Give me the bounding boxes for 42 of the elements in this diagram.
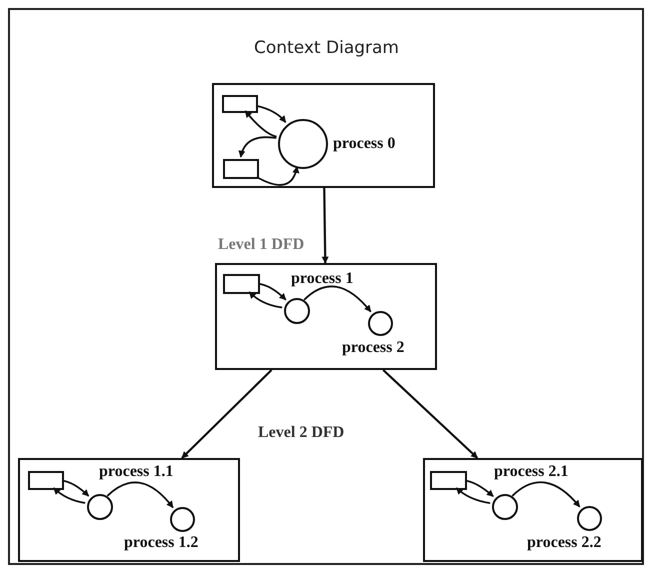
process-circle [577,506,602,531]
arrow [256,166,300,186]
entity-box [223,274,260,294]
process-circle [87,494,113,520]
entity-box [223,159,259,179]
process-circle [278,119,328,169]
arrow [256,104,286,123]
arrow [53,487,86,504]
entity-box [430,471,467,490]
arrow [456,487,490,504]
arrow [258,282,286,300]
process-label: process 1.1 [99,463,174,481]
arrow [512,481,580,508]
process-label: process 2.1 [494,463,568,481]
process-label: process 2 [342,339,404,357]
level-label: Level 2 DFD [258,424,344,442]
diagram-box [212,83,435,188]
arrow [322,188,329,264]
arrow [464,480,494,498]
entity-box [28,471,64,490]
level-label: Level 1 DFD [218,236,304,254]
process-label: process 1 [291,270,354,288]
diagram-box [423,458,643,562]
arrow [62,480,90,497]
diagram-title: Context Diagram [253,38,400,58]
arrow [244,110,277,138]
arrow [181,369,272,459]
arrow [304,286,372,312]
arrow [238,136,276,158]
process-circle [368,311,393,336]
arrow [106,482,174,508]
process-label: process 2.2 [527,534,602,552]
process-circle [170,507,195,532]
diagram-box [18,458,240,562]
process-label: process 1.2 [124,534,198,552]
process-circle [492,494,518,520]
arrow [248,291,282,308]
process-label: process 0 [333,135,396,153]
diagram-box [215,263,437,370]
process-circle [284,298,310,324]
arrow [382,369,478,459]
entity-box [222,95,258,113]
